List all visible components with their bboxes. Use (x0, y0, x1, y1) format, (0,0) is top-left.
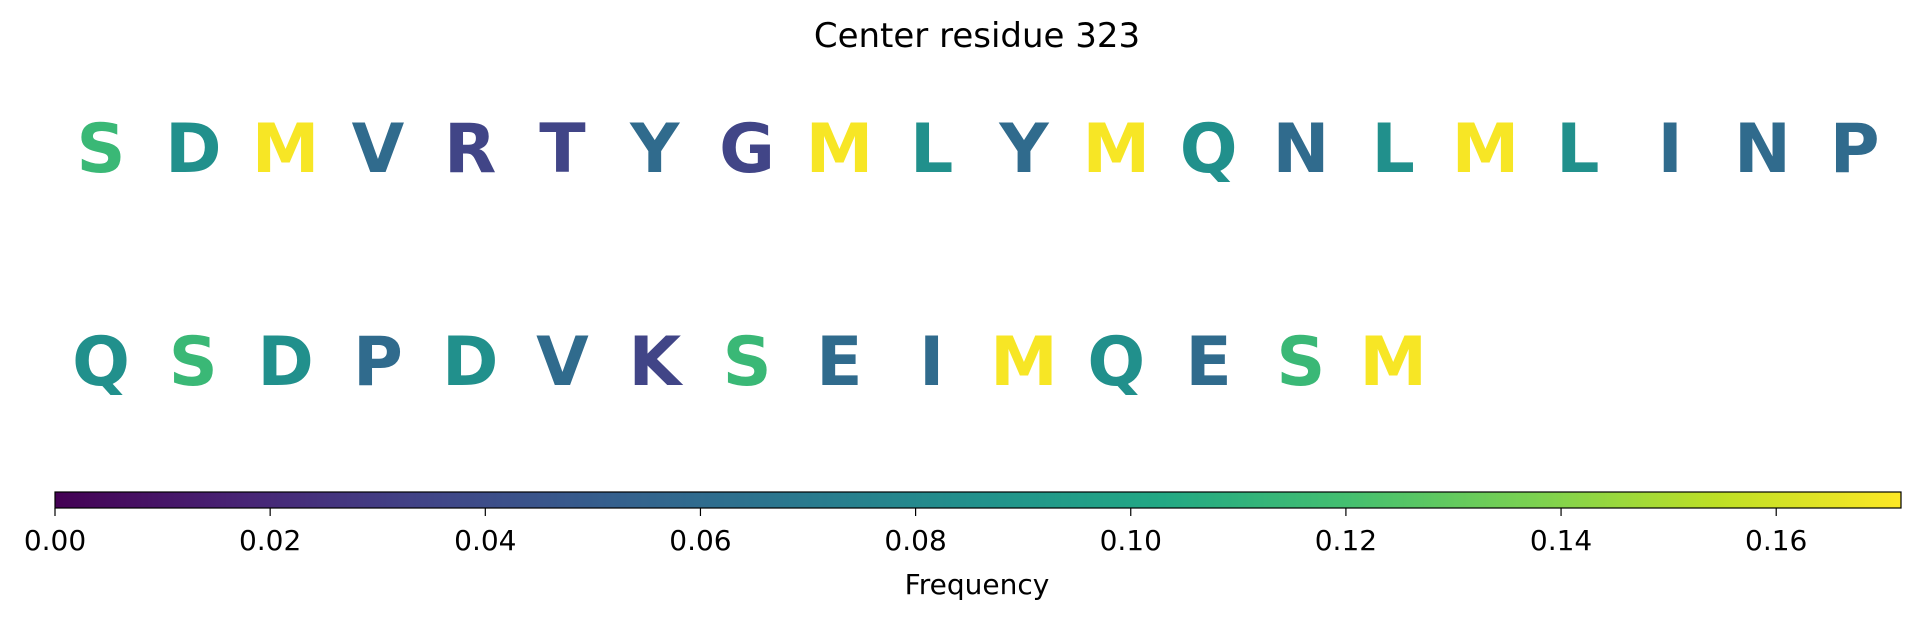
residue-letter: M (1359, 323, 1427, 402)
residue-letter: M (1082, 110, 1150, 189)
colorbar-tick-label: 0.14 (1530, 524, 1592, 557)
residue-letter: G (719, 110, 775, 189)
colorbar-tick-label: 0.16 (1745, 524, 1807, 557)
colorbar-ticks: 0.00 0.02 0.04 0.06 0.08 0.10 0.12 0.14 0.16 (24, 508, 1807, 557)
chart-title: Center residue 323 (814, 16, 1140, 56)
colorbar-tick-label: 0.10 (1100, 524, 1162, 557)
residue-letter: T (539, 110, 586, 189)
residue-letter: L (910, 110, 953, 189)
colorbar-label: Frequency (905, 568, 1050, 601)
residue-letter: S (1276, 323, 1325, 402)
residue-letter: M (990, 323, 1058, 402)
residue-letter: P (1830, 110, 1880, 189)
residue-letter: Q (1180, 110, 1238, 189)
colorbar-tick-label: 0.02 (239, 524, 301, 557)
residue-letter: D (442, 323, 498, 402)
residue-letter: Y (998, 110, 1049, 189)
residue-letter: I (919, 323, 944, 402)
residue-letter: D (165, 110, 221, 189)
residue-letter: K (628, 323, 683, 402)
residue-letter: E (816, 323, 862, 402)
residue-letter: M (252, 110, 320, 189)
residue-letter: S (723, 323, 772, 402)
residue-letter: L (1372, 110, 1415, 189)
residue-letter: Y (629, 110, 680, 189)
colorbar-tick-label: 0.08 (884, 524, 946, 557)
residue-letter: Q (72, 323, 130, 402)
colorbar-tick-label: 0.06 (669, 524, 731, 557)
residue-letter: R (444, 110, 496, 189)
residue-letter: V (536, 323, 589, 402)
colorbar-tick-label: 0.00 (24, 524, 86, 557)
colorbar: 0.00 0.02 0.04 0.06 0.08 0.10 0.12 0.14 0.16 Fre… (24, 491, 1902, 601)
residue-letter: I (1657, 110, 1682, 189)
residue-letter: E (1185, 323, 1231, 402)
residue-letter: M (1452, 110, 1520, 189)
residue-letter: N (1272, 110, 1329, 189)
residue-letter: S (169, 323, 218, 402)
colorbar-gradient (54, 491, 1902, 509)
residue-letter: S (77, 110, 126, 189)
residue-letter: Q (1087, 323, 1145, 402)
residue-letter: N (1734, 110, 1791, 189)
residue-letter: M (806, 110, 874, 189)
residue-letter: P (353, 323, 403, 402)
residue-letter: D (257, 323, 313, 402)
colorbar-tick-label: 0.04 (454, 524, 516, 557)
colorbar-tick-label: 0.12 (1315, 524, 1377, 557)
residue-letter: V (352, 110, 405, 189)
residue-letter: L (1556, 110, 1599, 189)
